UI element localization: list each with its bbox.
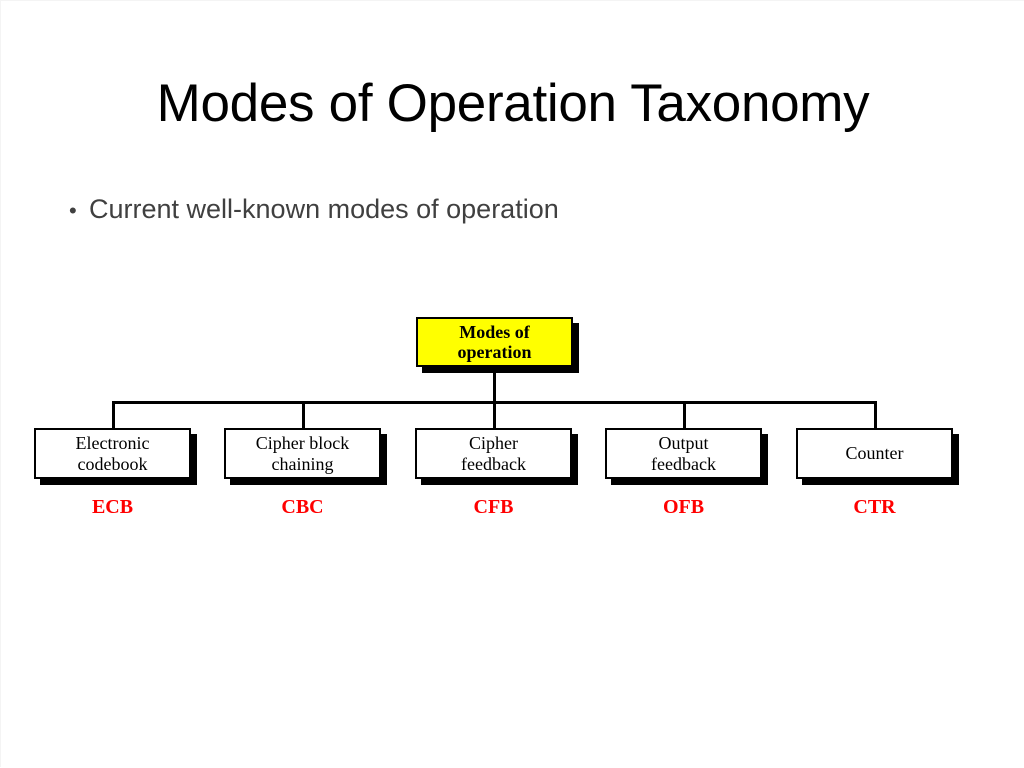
acronym-ofb: OFB (662, 496, 705, 518)
connector-drop-ecb (112, 401, 115, 428)
diagram-node-label-line1: Output (658, 433, 709, 454)
diagram-node-electronic-codebook: Electronic codebook (34, 428, 191, 479)
bullet-item-label: Current well-known modes of operation (89, 194, 559, 224)
diagram-node-root-label: Modes of operation (422, 322, 567, 362)
acronym-cbc: CBC (281, 496, 324, 518)
diagram-node-root-label-line1: Modes of (459, 321, 530, 342)
connector-drop-cbc (302, 401, 305, 428)
connector-drop-ctr (874, 401, 877, 428)
diagram-node-label: Electronic codebook (40, 433, 185, 473)
diagram-node-cipher-block-chaining: Cipher block chaining (224, 428, 381, 479)
diagram-node-counter: Counter (796, 428, 953, 479)
diagram-node-root: Modes of operation (416, 317, 573, 367)
acronym-ctr: CTR (853, 496, 896, 518)
acronym-cfb: CFB (473, 496, 514, 518)
diagram-node-label-line1: Electronic (75, 433, 150, 454)
connector-drop-ofb (683, 401, 686, 428)
diagram-node-output-feedback: Output feedback (605, 428, 762, 479)
diagram-node-root-label-line2: operation (457, 342, 532, 362)
diagram-node-label: Cipher block chaining (230, 433, 375, 473)
page-title: Modes of Operation Taxonomy (156, 74, 870, 133)
acronym-ecb: ECB (91, 496, 134, 518)
diagram-node-label-line2: feedback (461, 453, 526, 474)
connector-drop-cfb (493, 401, 496, 428)
diagram-node-label-line2: codebook (77, 453, 148, 474)
diagram-node-cipher-feedback: Cipher feedback (415, 428, 572, 479)
diagram-node-label-line2: chaining (271, 453, 334, 474)
diagram-node-label: Counter (802, 443, 947, 463)
diagram-node-label-line1: Counter (845, 443, 904, 464)
diagram-node-label-line2: feedback (651, 453, 716, 474)
bullet-list-item: • Current well-known modes of operation (69, 193, 559, 225)
diagram-node-label-line1: Cipher block (255, 433, 350, 454)
bullet-marker-icon: • (69, 198, 77, 223)
diagram-node-label: Cipher feedback (421, 433, 566, 473)
connector-root-stem (493, 367, 496, 404)
diagram-node-label-line1: Cipher (469, 433, 518, 454)
diagram-node-label: Output feedback (611, 433, 756, 473)
